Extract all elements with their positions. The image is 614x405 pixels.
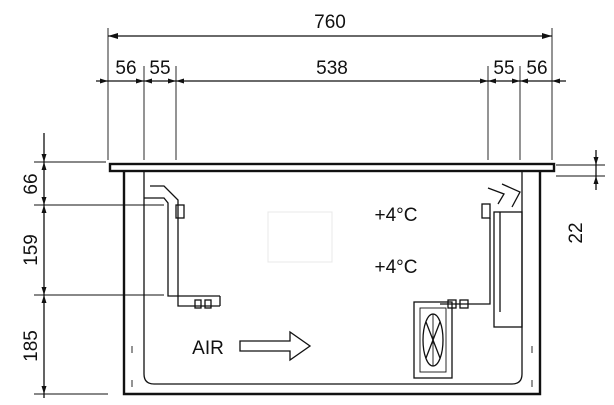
left-inner-width-label: 55 <box>149 58 170 79</box>
inner-tub <box>143 171 523 385</box>
bottom-height-label: 185 <box>21 330 42 362</box>
evaporator-panel <box>493 211 523 328</box>
airflow-label: AIR <box>192 338 224 359</box>
right-arrow-icon <box>239 330 312 362</box>
upper-temperature-label: +4°C <box>375 205 418 226</box>
cabinet-body <box>108 162 556 396</box>
right-outer-width-label: 56 <box>526 58 547 79</box>
top-rim <box>108 162 556 173</box>
left-dimensions: 66 159 185 <box>21 133 164 398</box>
top-dimensions: 760 56 55 538 55 56 <box>96 12 566 160</box>
left-air-duct <box>144 185 221 309</box>
center-width-label: 538 <box>316 58 348 79</box>
lower-temperature-label: +4°C <box>375 257 418 278</box>
rim-dimension: 22 <box>556 150 605 244</box>
left-outer-width-label: 56 <box>115 58 136 79</box>
airflow-indicator: AIR <box>192 330 312 362</box>
right-air-duct <box>440 183 523 328</box>
middle-height-label: 159 <box>21 234 42 266</box>
right-inner-width-label: 55 <box>493 58 514 79</box>
display-area-mark <box>267 211 333 263</box>
top-height-label: 66 <box>21 173 42 194</box>
fan-icon <box>413 301 453 379</box>
overall-width-label: 760 <box>314 12 346 33</box>
floor-fixings <box>131 346 533 387</box>
rim-height-label: 22 <box>566 222 587 243</box>
outer-wall <box>122 171 542 396</box>
